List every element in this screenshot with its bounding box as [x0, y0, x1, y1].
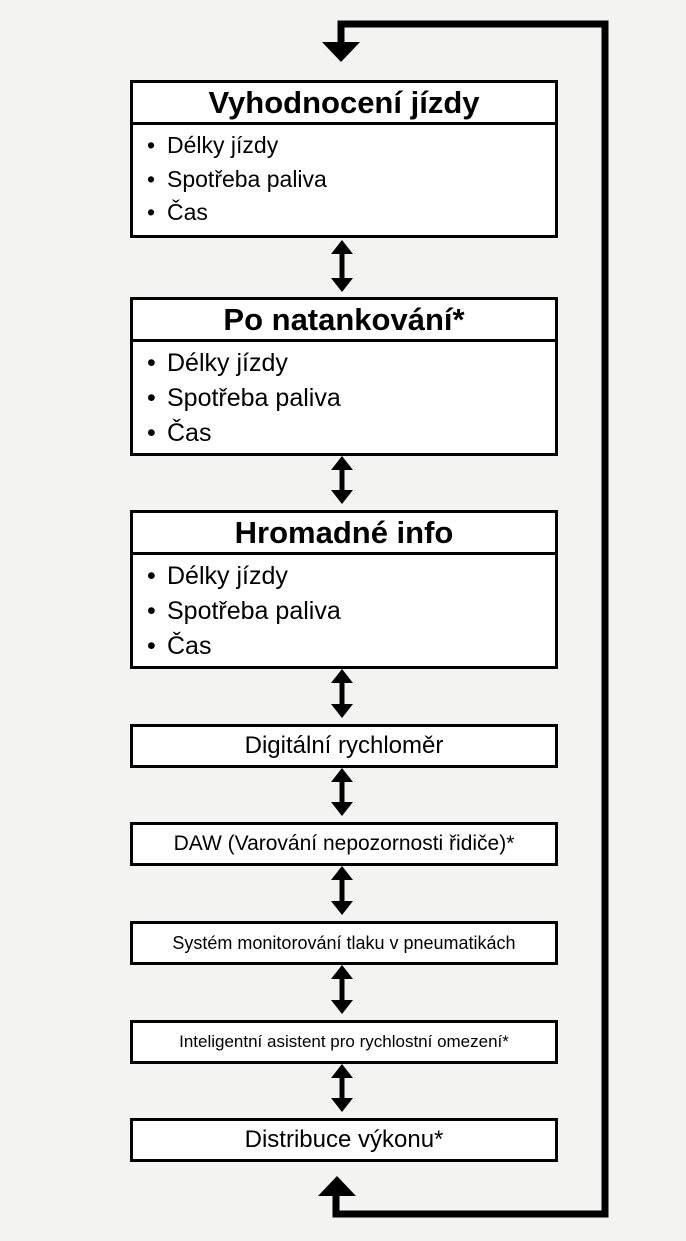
box-driver-attention-warning: DAW (Varování nepozornosti řidiče)* — [130, 822, 558, 866]
arrowhead-up-icon — [331, 965, 353, 979]
bullet-icon: • — [147, 562, 156, 590]
arrowhead-down-icon — [331, 1000, 353, 1014]
arrowhead-up-icon — [331, 1064, 353, 1078]
arrowhead-down-icon — [331, 802, 353, 816]
loop-arrowhead-up-icon — [318, 1176, 356, 1196]
arrowhead-down-icon — [331, 1098, 353, 1112]
bullet-icon: • — [147, 165, 156, 192]
group-title: Vyhodnocení jízdy — [133, 83, 555, 125]
list-item-label: Délky jízdy — [167, 349, 288, 377]
box-tire-pressure-monitoring: Systém monitorování tlaku v pneumatikách — [130, 921, 558, 965]
list-item: • Čas — [147, 416, 555, 451]
bullet-icon: • — [147, 597, 156, 625]
group-box-cumulative-info: Hromadné info • Délky jízdy • Spotřeba pal… — [130, 510, 558, 669]
arrowhead-up-icon — [331, 456, 353, 470]
list-item: • Spotřeba paliva — [147, 594, 555, 629]
list-item: • Délky jízdy — [147, 129, 555, 163]
list-item: • Spotřeba paliva — [147, 381, 555, 416]
loop-arrowhead-down-icon — [322, 42, 360, 62]
arrowhead-up-icon — [331, 669, 353, 683]
group-list: • Délky jízdy • Spotřeba paliva • Čas — [133, 342, 555, 451]
list-item: • Délky jízdy — [147, 346, 555, 381]
list-item-label: Čas — [167, 419, 212, 447]
list-item: • Délky jízdy — [147, 559, 555, 594]
arrowhead-down-icon — [331, 490, 353, 504]
list-item-label: Čas — [167, 199, 208, 225]
list-item-label: Délky jízdy — [167, 562, 288, 590]
bullet-icon: • — [147, 632, 156, 660]
list-item-label: Spotřeba paliva — [167, 384, 341, 412]
arrowhead-up-icon — [331, 240, 353, 254]
box-power-distribution: Distribuce výkonu* — [130, 1118, 558, 1162]
group-title: Po natankování* — [133, 300, 555, 342]
arrowhead-down-icon — [331, 278, 353, 292]
bullet-icon: • — [147, 384, 156, 412]
bullet-icon: • — [147, 349, 156, 377]
group-list: • Délky jízdy • Spotřeba paliva • Čas — [133, 125, 555, 230]
list-item: • Spotřeba paliva — [147, 163, 555, 197]
bullet-icon: • — [147, 132, 156, 158]
list-item-label: Čas — [167, 632, 212, 660]
loop-line — [332, 20, 609, 1218]
group-title: Hromadné info — [133, 513, 555, 555]
connectors — [331, 240, 353, 1112]
list-item: • Čas — [147, 629, 555, 664]
bullet-icon: • — [147, 199, 156, 225]
list-item-label: Spotřeba paliva — [167, 597, 341, 625]
list-item-label: Délky jízdy — [167, 132, 279, 158]
arrowhead-up-icon — [331, 866, 353, 880]
group-box-after-refuel: Po natankování* • Délky jízdy • Spotřeba p… — [130, 297, 558, 456]
box-digital-speedometer: Digitální rychloměr — [130, 724, 558, 768]
arrowhead-down-icon — [331, 704, 353, 718]
list-item: • Čas — [147, 196, 555, 230]
group-box-trip-evaluation: Vyhodnocení jízdy • Délky jízdy • Spotřeba… — [130, 80, 558, 238]
arrowhead-up-icon — [331, 768, 353, 782]
list-item-label: Spotřeba paliva — [167, 165, 327, 192]
group-list: • Délky jízdy • Spotřeba paliva • Čas — [133, 555, 555, 664]
arrowhead-down-icon — [331, 901, 353, 915]
bullet-icon: • — [147, 419, 156, 447]
box-intelligent-speed-assist: Inteligentní asistent pro rychlostní ome… — [130, 1020, 558, 1064]
